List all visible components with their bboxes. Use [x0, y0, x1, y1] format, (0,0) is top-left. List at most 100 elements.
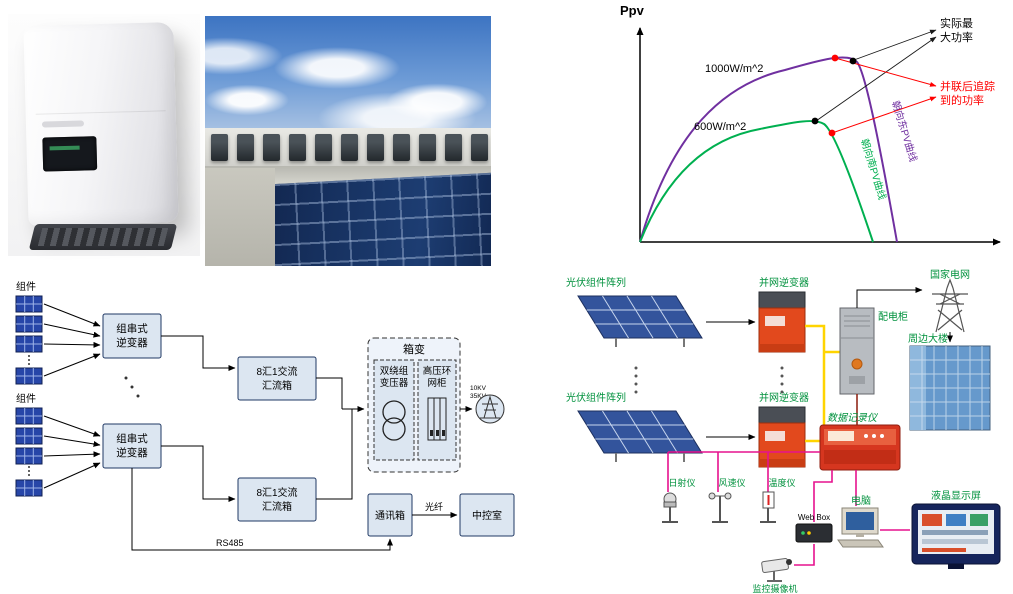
string-inverter-system-diagram: 组件 组件 组串式 逆变器 组串式: [15, 280, 515, 551]
inverter-seam: [35, 110, 166, 115]
svg-text:中控室: 中控室: [472, 509, 502, 522]
chart-ylabel: Ppv: [620, 3, 645, 18]
camera-label: 监控摄像机: [752, 583, 797, 594]
thermometer-label: 温度仪: [768, 477, 795, 488]
wire-inv1-to-combiner1: [161, 335, 236, 371]
voltage-label-line2: 35KV: [470, 393, 487, 400]
label-actual-max-line1: 实际最: [940, 16, 973, 30]
pv-monitoring-system-diagram: 光伏组件阵列 光伏组件阵列 并网逆变器 并网逆变器 配: [566, 268, 1001, 594]
wall-mounted-inverter-row: [211, 134, 491, 161]
computer-label: 电脑: [851, 494, 871, 507]
tracked-point-east-curve: [831, 54, 839, 62]
curve-south-600wm2: [639, 120, 874, 243]
box-transformer-title: 箱变: [403, 342, 425, 356]
wire-cabinet-to-grid: [856, 287, 923, 308]
distribution-cabinet: [839, 307, 875, 395]
label-tracked-line1: 并联后追踪: [940, 79, 995, 93]
lcd-display: [911, 503, 1001, 569]
cabinet-label: 配电柜: [878, 310, 908, 323]
ac-cable-inverter1: [805, 324, 826, 425]
svg-text:组串式: 组串式: [116, 322, 148, 335]
pv-power-curve-chart: Ppv 1000W/m^2 600W/m^2 实际最 大功率 并联后追踪 到的功…: [620, 3, 1001, 246]
webbox-device: [795, 523, 833, 543]
building-label: 周边大楼: [908, 332, 948, 345]
pyranometer-icon: [662, 492, 678, 523]
nearby-building: [909, 345, 991, 431]
annotation-line-max-east: [853, 29, 937, 61]
curve-name-east: 朝向东PV曲线: [889, 99, 920, 163]
pv-module-stack-1: 组件: [15, 280, 43, 385]
max-point-east-curve: [849, 57, 857, 65]
wire-combiner2-out: [316, 409, 353, 500]
inverter-ellipsis-dots: [124, 376, 140, 398]
svg-text:高压环: 高压环: [423, 365, 452, 377]
data-logger: [819, 424, 901, 471]
transformer-winding-symbol-bottom: [382, 417, 406, 441]
grid-inverter-label-1: 并网逆变器: [759, 276, 809, 289]
module-label-1: 组件: [16, 280, 36, 293]
inverter-display-screen: [42, 136, 98, 172]
rooftop-pv-plant-photo: [205, 16, 491, 266]
grid-label: 国家电网: [930, 268, 970, 281]
pv-array-1: [577, 295, 703, 348]
camera-icon: [761, 557, 792, 582]
svg-text:逆变器: 逆变器: [116, 336, 148, 349]
double-winding-transformer: 双绕组 变压器: [373, 359, 415, 461]
svg-text:汇流箱: 汇流箱: [262, 379, 292, 392]
thermometer-icon: [760, 491, 776, 523]
ac-combiner-box-1: 8汇1交流 汇流箱: [237, 356, 317, 401]
sky-with-clouds: [205, 16, 491, 148]
irradiance-label-1000: 1000W/m^2: [705, 63, 763, 75]
monitoring-links: [667, 451, 910, 566]
ring-cabinet-symbol: [427, 397, 447, 441]
svg-text:逆变器: 逆变器: [116, 446, 148, 459]
irradiance-label-600: 600W/m^2: [694, 121, 746, 133]
transformer-winding-symbol-top: [382, 400, 406, 424]
grid-inverter-label-2: 并网逆变器: [759, 391, 809, 404]
svg-text:汇流箱: 汇流箱: [262, 500, 292, 513]
rs485-label: RS485: [216, 538, 244, 548]
svg-text:8汇1交流: 8汇1交流: [256, 486, 297, 499]
curve-east-1000wm2: [639, 56, 898, 243]
svg-text:通讯箱: 通讯箱: [375, 509, 405, 522]
display-label: 液晶显示屏: [931, 489, 981, 502]
max-point-south-curve: [811, 117, 819, 125]
svg-text:8汇1交流: 8汇1交流: [256, 365, 297, 378]
rs485-bus: [131, 468, 393, 551]
annotation-line-max-south: [815, 36, 937, 122]
webbox-label: Web Box: [798, 513, 830, 522]
wire-inv2-to-combiner2: [161, 445, 236, 502]
pv-array-label-1: 光伏组件阵列: [566, 276, 626, 289]
svg-text:双绕组: 双绕组: [380, 365, 409, 377]
inverter-connector-base: [28, 224, 178, 250]
inverter-led-strip: [41, 120, 85, 128]
fiber-label: 光纤: [425, 501, 443, 512]
annotation-line-track-south: [831, 96, 937, 134]
pyranometer-label: 日射仪: [668, 477, 695, 488]
svg-text:网柜: 网柜: [427, 377, 447, 389]
box-transformer-station: 箱变 双绕组 变压器 高压环 网柜: [367, 337, 461, 473]
voltage-label-line1: 10KV: [470, 385, 487, 392]
inverter-body: [23, 22, 179, 226]
communication-box: 通讯箱: [367, 493, 413, 537]
pv-array-2: [577, 410, 703, 463]
tracked-point-south-curve: [828, 129, 836, 137]
inverter-product-photo: [8, 14, 200, 256]
string-inverter-box-1: 组串式 逆变器: [102, 313, 162, 359]
label-actual-max-line2: 大功率: [940, 30, 973, 44]
inverter-ellipsis-dots-sys: [780, 366, 784, 394]
pv-array-label-2: 光伏组件阵列: [566, 391, 626, 404]
array-ellipsis-dots: [634, 366, 638, 394]
grid-inverter-2: [758, 406, 806, 468]
string-inverter-box-2: 组串式 逆变器: [102, 423, 162, 469]
svg-text:组串式: 组串式: [116, 432, 148, 445]
anemometer-label: 风速仪: [718, 478, 745, 488]
utility-grid-symbol: [475, 394, 505, 424]
wire-combiner1-out: [316, 377, 343, 409]
datalogger-label: 数据记录仪: [827, 412, 879, 424]
hv-ring-main-cabinet: 高压环 网柜: [417, 359, 457, 461]
anemometer-icon: [708, 492, 732, 523]
transmission-tower: [932, 278, 968, 333]
pv-module-stack-2: 组件: [15, 392, 43, 497]
